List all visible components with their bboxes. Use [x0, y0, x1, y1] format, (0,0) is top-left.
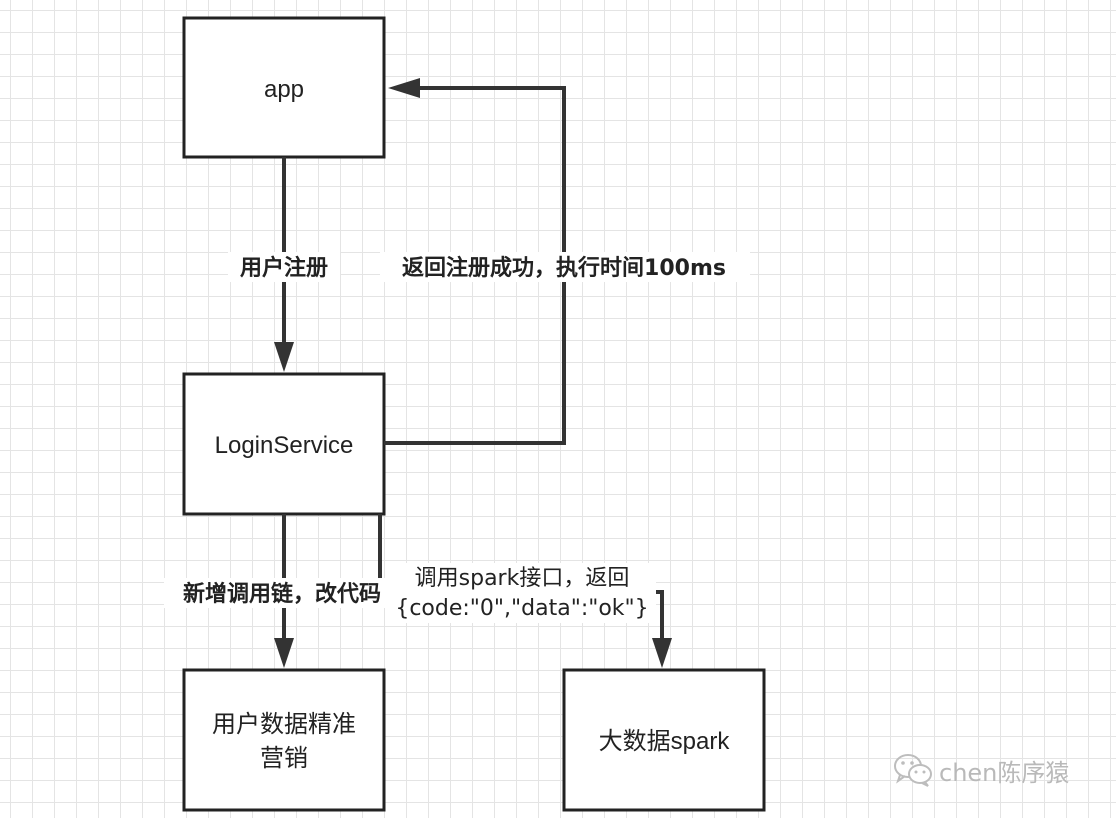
node-login-service-box — [182, 372, 386, 516]
node-user-data-marketing-box — [182, 668, 386, 812]
node-app: app — [182, 16, 386, 159]
edge-spark-call-arrowhead — [652, 638, 672, 668]
wechat-icon — [894, 754, 932, 787]
edge-new-call-chain-label: 新增调用链，改代码 — [183, 581, 381, 607]
node-user-data-marketing: 用户数据精准 营销 — [182, 668, 386, 812]
node-user-data-marketing-label-line1: 用户数据精准 — [212, 711, 356, 738]
node-user-data-marketing-label-line2: 营销 — [260, 745, 308, 772]
node-login-service: LoginService — [182, 372, 386, 516]
edge-register-result-arrowhead — [388, 78, 420, 98]
edge-register-label-bg — [228, 252, 340, 282]
watermark: chen陈序猿 — [893, 752, 1069, 788]
edge-register-result-label: 返回注册成功，执行时间100ms — [402, 255, 726, 281]
edge-register-arrowhead — [274, 342, 294, 372]
edge-spark-call-label-line1: 调用spark接口，返回 — [415, 566, 630, 591]
edge-register-label: 用户注册 — [240, 255, 328, 281]
node-app-box — [182, 16, 386, 159]
node-login-service-label: LoginService — [215, 432, 354, 459]
node-app-label: app — [264, 76, 304, 103]
node-big-data-spark-box — [562, 668, 766, 812]
edge-new-call-chain — [274, 514, 294, 668]
edge-spark-call-label-line2: {code:"0","data":"ok"} — [395, 596, 648, 621]
node-big-data-spark: 大数据spark — [562, 668, 766, 812]
node-big-data-spark-label: 大数据spark — [599, 728, 731, 755]
edge-new-call-chain-arrowhead — [274, 638, 294, 668]
edge-spark-call-label-bg — [390, 563, 656, 623]
edge-register — [274, 157, 294, 372]
edge-new-call-chain-label-bg — [164, 578, 400, 608]
edge-register-result-label-bg — [380, 252, 750, 282]
watermark-text: chen陈序猿 — [939, 758, 1070, 787]
